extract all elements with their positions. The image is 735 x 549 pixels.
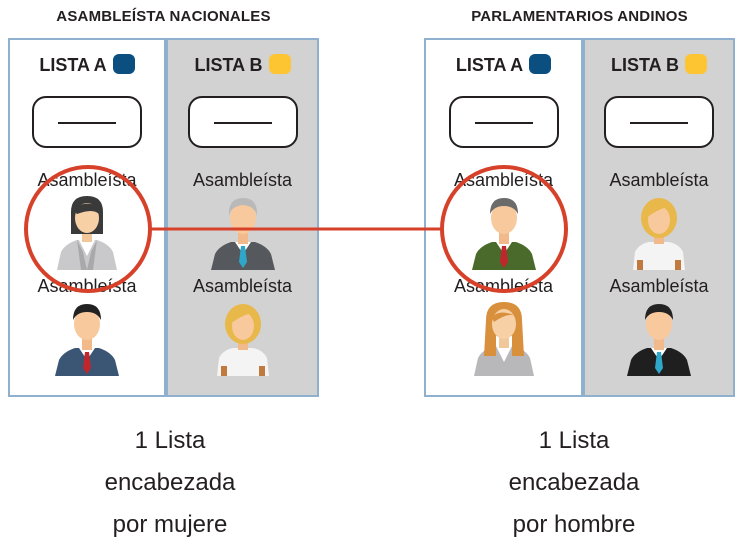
result-line: encabezada (508, 469, 640, 496)
list-a-header: LISTA A (426, 54, 581, 76)
ballot-box (604, 96, 714, 148)
ballot-box (448, 96, 559, 148)
ballot-line (474, 122, 533, 124)
woman-gray-suit-icon (57, 196, 117, 270)
ballot-line (58, 122, 116, 124)
candidate-label: Asambleísta (609, 170, 709, 190)
woman-long-hair-icon (473, 302, 534, 376)
result-line: encabezada (104, 469, 236, 496)
list-a-color-swatch (112, 54, 135, 74)
man-green-suit-icon (471, 198, 536, 270)
list-b-color-swatch (685, 54, 707, 74)
list-b-column: LISTA B Asambleísta Asambleísta (166, 38, 319, 397)
list-a-header: LISTA A (10, 54, 164, 76)
list-a-color-swatch (529, 54, 552, 74)
candidate-label: Asambleísta (192, 276, 293, 296)
ballot-box (187, 96, 298, 148)
result-line: por hombre (512, 511, 636, 538)
group-title: ASAMBLEÍSTA NACIONALES (56, 8, 271, 25)
ballot-box (32, 96, 142, 148)
list-b-label: LISTA B (194, 55, 263, 75)
result-caption-right: 1 Lista encabezada por hombre (424, 420, 724, 546)
ballot-line (630, 122, 688, 124)
older-man-suit-icon (210, 198, 275, 270)
list-b-color-swatch (268, 54, 291, 74)
candidate-label: Asambleísta (609, 276, 709, 296)
blonde-woman-icon (633, 198, 685, 270)
list-b-column: LISTA B Asambleísta Asambleísta (583, 38, 735, 397)
group-asambleistas-nacionales: ASAMBLEÍSTA NACIONALES LISTA A Asambleís… (8, 0, 332, 400)
result-caption-left: 1 Lista encabezada por mujere (20, 420, 320, 546)
list-a-column: LISTA A Asambleísta Asambleísta (424, 38, 583, 397)
candidate-label: Asambleísta (453, 276, 554, 296)
candidate-label: Asambleísta (192, 170, 293, 190)
ballot-line (213, 122, 272, 124)
candidate-label: Asambleísta (453, 170, 554, 190)
man-black-suit-icon (627, 304, 691, 376)
list-b-label: LISTA B (611, 55, 679, 75)
blonde-woman-icon (216, 304, 269, 376)
result-line: 1 Lista (538, 427, 610, 454)
list-a-column: LISTA A Asambleísta Asambleísta (8, 38, 166, 397)
man-blue-suit-icon (55, 304, 119, 376)
list-b-header: LISTA B (585, 54, 733, 76)
list-a-label: LISTA A (39, 55, 107, 75)
group-title: PARLAMENTARIOS ANDINOS (471, 8, 688, 25)
list-a-label: LISTA A (455, 55, 524, 75)
result-line: 1 Lista (134, 427, 206, 454)
candidate-label: Asambleísta (37, 170, 137, 190)
candidate-label: Asambleísta (37, 276, 137, 296)
group-parlamentarios-andinos: PARLAMENTARIOS ANDINOS LISTA A Asambleís… (424, 0, 735, 400)
list-b-header: LISTA B (168, 54, 317, 76)
result-line: por mujere (112, 511, 228, 538)
